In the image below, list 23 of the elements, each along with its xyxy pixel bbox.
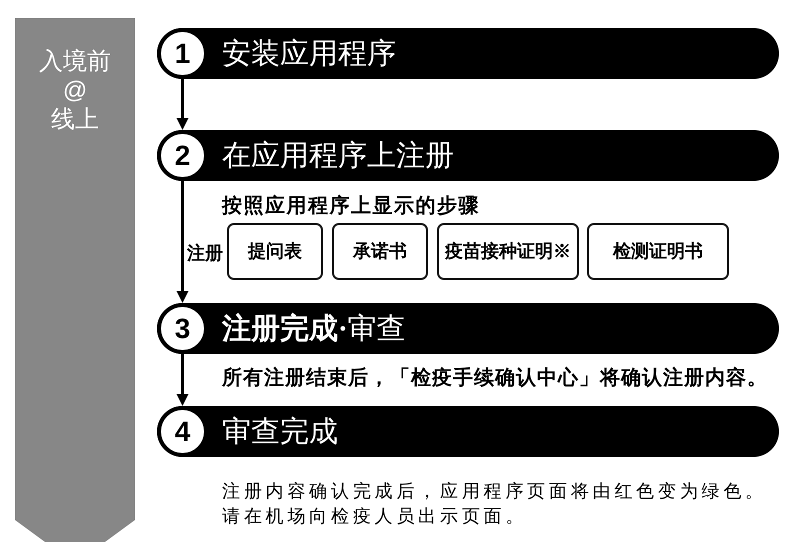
description-text: 按照应用程序上显示的步骤 bbox=[222, 194, 480, 219]
description-text: 所有注册结束后，「检疫手续确认中心」将确认注册内容。 bbox=[222, 366, 768, 391]
band-text: 入境前 bbox=[39, 48, 111, 76]
rounded-box: 疫苗接种证明※ bbox=[437, 223, 579, 280]
arrow bbox=[176, 354, 188, 406]
side-label: 注册 bbox=[187, 242, 223, 265]
chevron-band bbox=[15, 18, 135, 542]
band-text: @ bbox=[62, 77, 88, 105]
rounded-box: 提问表 bbox=[227, 223, 323, 280]
step-title: 在应用程序上注册 bbox=[222, 138, 454, 174]
band-text: 线上 bbox=[51, 106, 99, 134]
rounded-box: 检测证明书 bbox=[587, 223, 729, 280]
step-banner bbox=[157, 28, 779, 79]
step-title: 审查完成 bbox=[222, 414, 338, 450]
description-text: 注册内容确认完成后，应用程序页面将由红色变为绿色。请在机场向检疫人员出示页面。 bbox=[222, 480, 768, 528]
rounded-box: 承诺书 bbox=[332, 223, 428, 280]
arrow bbox=[176, 79, 188, 130]
step-title: 安装应用程序 bbox=[222, 36, 396, 72]
step-banner bbox=[157, 303, 779, 354]
step-banner bbox=[157, 130, 779, 181]
step-banner bbox=[157, 406, 779, 457]
arrow bbox=[176, 181, 188, 303]
step-title: 注册完成·审查 bbox=[222, 312, 406, 346]
